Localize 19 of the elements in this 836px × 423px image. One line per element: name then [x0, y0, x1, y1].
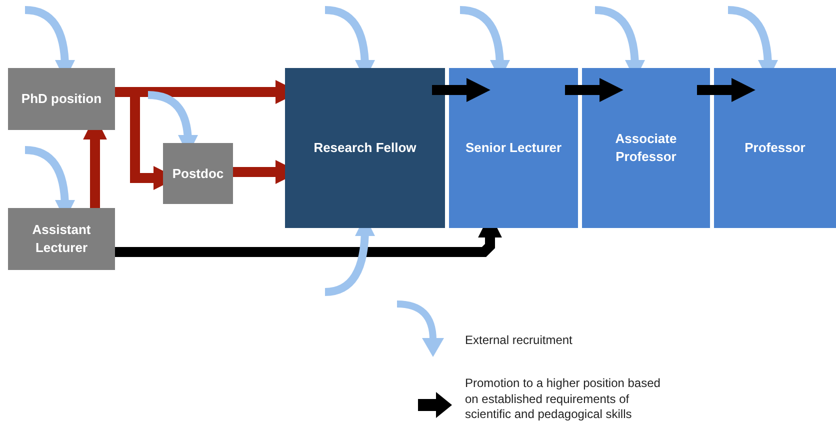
position-box: [285, 68, 445, 228]
position-label: Research Fellow: [314, 139, 416, 157]
position-label: PhD position: [21, 90, 102, 108]
position-box: [163, 143, 233, 204]
position-box: [8, 208, 115, 270]
position-label: Assistant Lecturer: [31, 221, 92, 257]
arrow: [697, 78, 756, 102]
position-box: [449, 68, 578, 228]
position-box: [8, 68, 115, 130]
position-box: [582, 68, 710, 228]
arrow: [432, 78, 490, 102]
position-label: Postdoc: [172, 164, 224, 182]
position-label: Senior Lecturer: [465, 139, 562, 157]
arrow: [565, 78, 624, 102]
position-box: [714, 68, 836, 228]
position-label: Professor: [744, 139, 806, 157]
legend-text: Promotion to a higher position based on established requirements of scientific and pedagogical skills: [465, 376, 662, 423]
position-label: Associate Professor: [614, 130, 678, 166]
legend-text: External recruitment: [465, 333, 574, 349]
